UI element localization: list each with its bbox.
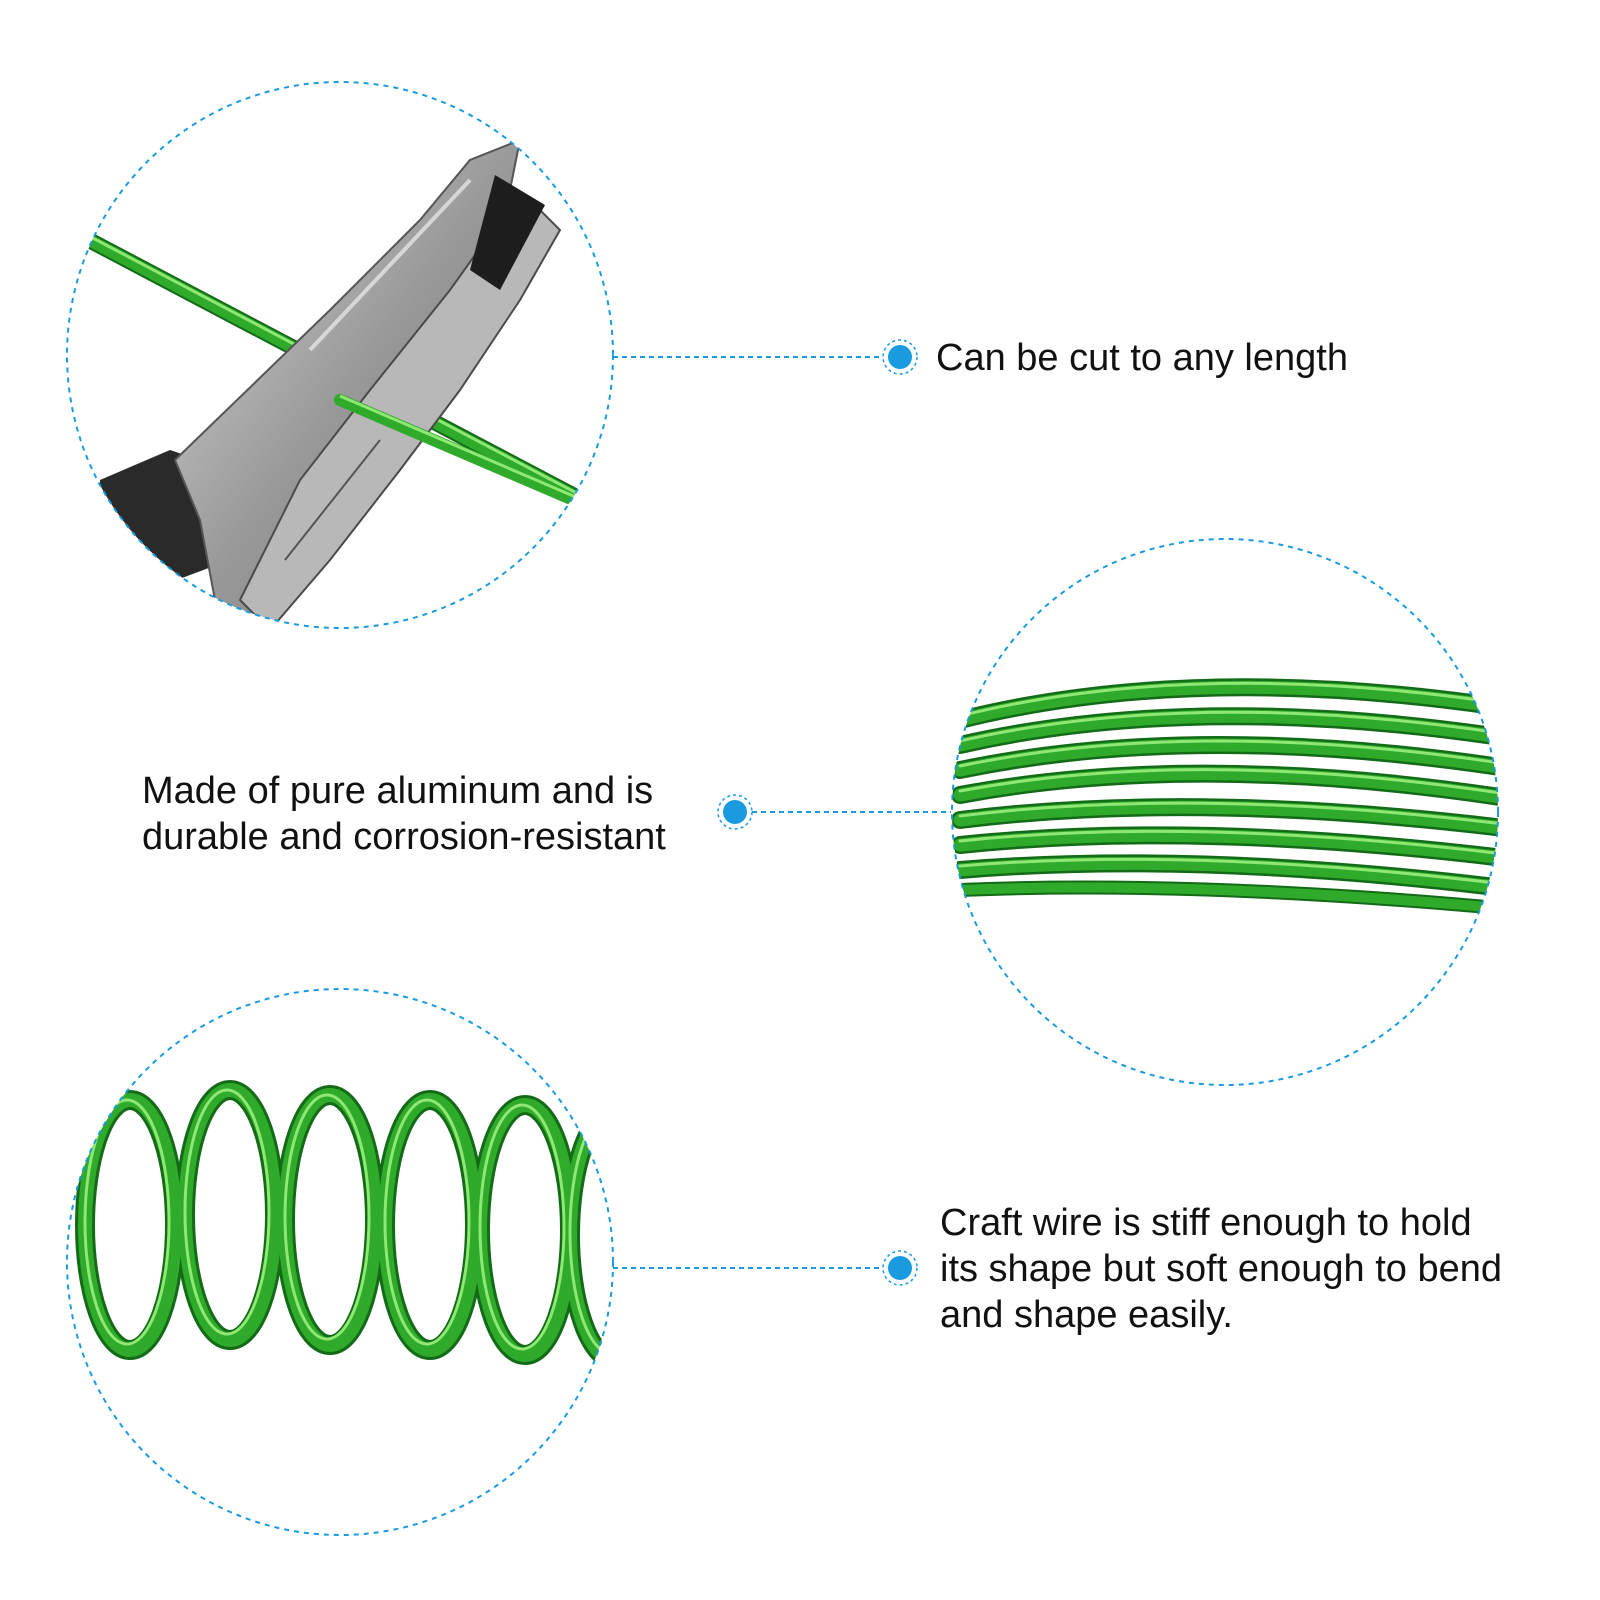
bullet-dot-icon <box>882 1250 918 1286</box>
feature-line: Can be cut to any length <box>936 337 1348 379</box>
feature-line: Made of pure aluminum and is <box>142 770 654 812</box>
wire-spring-photo <box>67 989 613 1535</box>
pliers-photo <box>67 82 613 628</box>
feature-circle-2 <box>951 538 1499 1086</box>
pliers-icon <box>100 138 562 628</box>
bullet-dot-icon <box>882 339 918 375</box>
feature-text-aluminum: Made of pure aluminum and is durable and… <box>142 768 666 860</box>
feature-text-cut-length: Can be cut to any length <box>936 335 1348 381</box>
feature-line: durable and corrosion-resistant <box>142 816 666 858</box>
bullet-dot-icon <box>717 794 753 830</box>
feature-line: its shape but soft enough to bend <box>940 1248 1502 1290</box>
feature-line: Craft wire is stiff enough to hold <box>940 1202 1472 1244</box>
feature-text-stiff-soft: Craft wire is stiff enough to hold its s… <box>940 1200 1502 1338</box>
wire-coil-photo <box>952 539 1498 1085</box>
feature-line: and shape easily. <box>940 1294 1233 1336</box>
wire-coil-icon <box>952 678 1498 917</box>
wire-spring-icon <box>75 1080 613 1370</box>
feature-circle-3 <box>66 988 614 1536</box>
feature-circle-1 <box>66 81 614 629</box>
